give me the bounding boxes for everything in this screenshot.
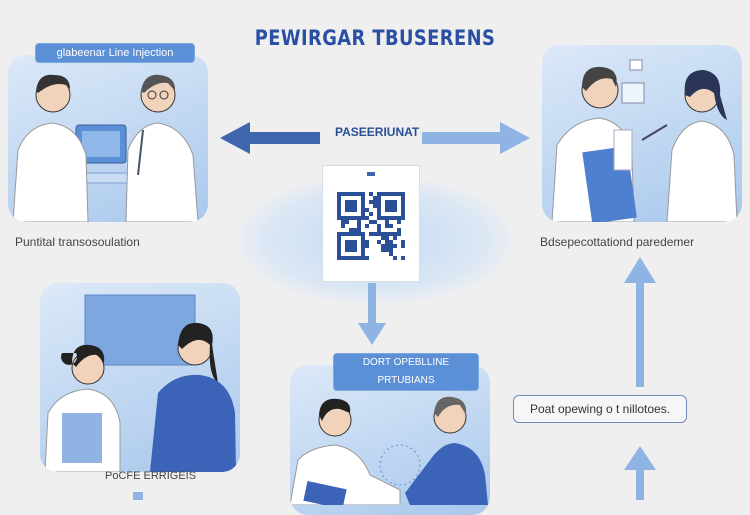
panel-patient-doctor bbox=[542, 45, 742, 222]
arrow-left-icon bbox=[220, 122, 320, 154]
panel-doctors-consult bbox=[8, 55, 208, 222]
panel-caption: Bdsepecottationd paredemer bbox=[540, 235, 695, 249]
panel-caption: Puntital transosoulation bbox=[15, 235, 140, 249]
diagram-title: PEWIRGAR TBUSERENS bbox=[254, 26, 496, 50]
nurse-illustration bbox=[44, 294, 236, 472]
arrow-down-icon bbox=[358, 283, 386, 345]
arrow-stub-icon bbox=[133, 492, 143, 500]
qr-code-icon bbox=[337, 192, 405, 260]
doctors-illustration bbox=[12, 74, 199, 222]
qr-code-card[interactable] bbox=[322, 165, 420, 282]
center-label: PASEERIUNAT bbox=[335, 125, 420, 139]
panel-caption: PoCFE ERRIGEIS bbox=[105, 470, 197, 482]
arrow-up-icon bbox=[624, 446, 656, 500]
marker-icon bbox=[367, 172, 375, 176]
panel-label-pill: DORT OPEBLLINE PRTUBIANS bbox=[333, 353, 479, 391]
arrow-up-icon bbox=[624, 257, 656, 387]
note-box: Poat opewing o t nillotoes. bbox=[513, 395, 687, 423]
panel-nurse-consult bbox=[40, 283, 240, 472]
panel-label-pill: glabeenar Line Injection bbox=[35, 43, 195, 63]
patient-doctor-illustration bbox=[551, 59, 738, 222]
horizontal-arrows bbox=[220, 122, 530, 154]
arrow-right-icon bbox=[422, 122, 530, 154]
